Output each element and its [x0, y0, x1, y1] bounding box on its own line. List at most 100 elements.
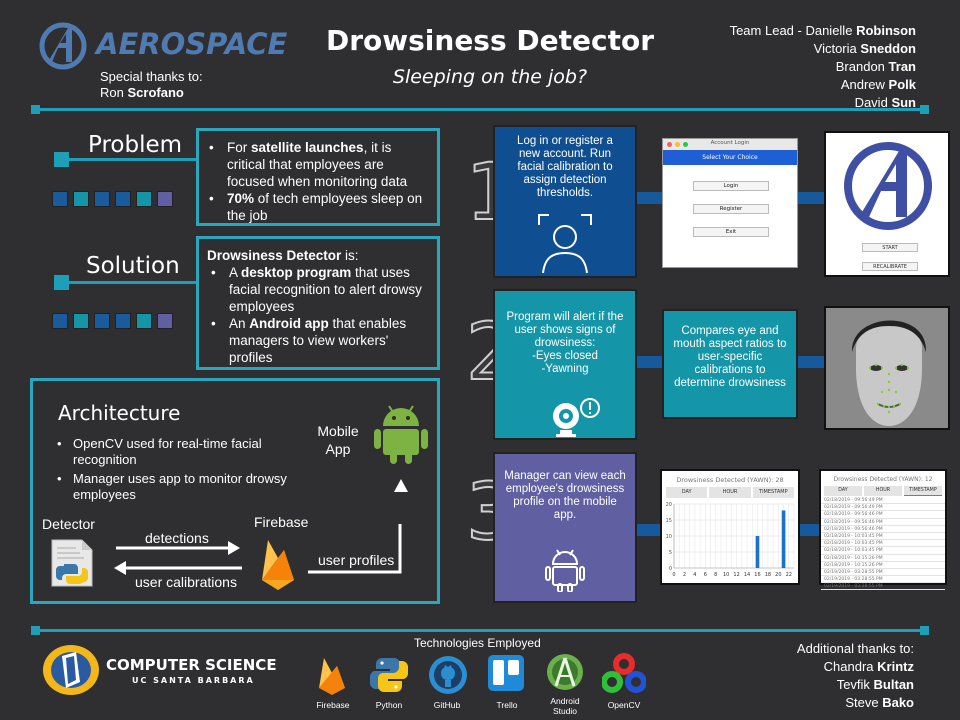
- x-tick-label: 2: [683, 572, 686, 578]
- step1-box: Log in or register a new account. Run fa…: [493, 125, 637, 278]
- user-calibrations-label: user calibrations: [135, 574, 237, 590]
- table-row: 02/18/2019 - 10:15:26 PM: [821, 562, 945, 569]
- team-member: Team Lead - Danielle Robinson: [729, 23, 916, 38]
- table-row: 02/18/2019 - 09:56:46 PM: [821, 526, 945, 533]
- exit-button[interactable]: Exit: [693, 227, 769, 237]
- tech-label-github: GitHub: [433, 700, 461, 710]
- solution-connector: [68, 281, 198, 284]
- tech-label-trello: Trello: [496, 700, 518, 710]
- architecture-bullet: OpenCV used for real-time facial recogni…: [55, 436, 305, 468]
- python-file-icon: [51, 539, 93, 587]
- step3-connector: [796, 524, 826, 536]
- cs-logo-icon: [43, 645, 99, 695]
- x-tick-label: 0: [672, 572, 675, 578]
- login-window: Account Login Select Your Choice Login R…: [662, 138, 798, 268]
- page-title: Drowsiness Detector: [325, 24, 655, 57]
- table-title: Drowsiness Detected (YAWN): 12: [833, 476, 933, 483]
- cs-subtitle: UC SANTA BARBARA: [132, 676, 255, 685]
- calibrate-window: START RECALIBRATE: [824, 131, 950, 277]
- tab-day[interactable]: DAY: [666, 487, 708, 498]
- additional-thanks-label: Additional thanks to:: [796, 641, 914, 656]
- y-tick-label: 15: [666, 518, 672, 524]
- architecture-heading: Architecture: [58, 401, 181, 425]
- team-list: Team Lead - Danielle Robinson Victoria S…: [730, 22, 916, 112]
- chart-tabs: DAY HOUR TIMESTAMP: [662, 487, 798, 498]
- firebase-icon: [262, 540, 294, 590]
- x-tick-label: 16: [754, 572, 760, 578]
- tab-hour[interactable]: HOUR: [864, 486, 902, 496]
- table-row: 02/18/2019 - 10:03:45 PM: [821, 540, 945, 548]
- bar: [755, 536, 760, 568]
- webcam-alert-icon: [553, 398, 600, 437]
- divider-end-square: [920, 105, 929, 114]
- x-tick-label: 20: [775, 572, 781, 578]
- tab-timestamp[interactable]: TIMESTAMP: [904, 486, 942, 496]
- register-button[interactable]: Register: [693, 204, 769, 214]
- minimize-icon[interactable]: [675, 142, 680, 147]
- step1-connector: [636, 192, 666, 204]
- solution-intro: Drowsiness Detector is:: [207, 248, 359, 263]
- timestamp-list: 02/18/2019 - 09:56:49 PM 02/18/2019 - 09:…: [821, 496, 945, 591]
- login-window-title: Account Login: [710, 140, 750, 146]
- problem-connector: [68, 158, 198, 161]
- github-icon: [429, 656, 467, 694]
- table-row: 02/19/2019 - 03:28:55 PM: [821, 569, 945, 577]
- step1-text: Log in or register a new account. Run fa…: [517, 135, 613, 199]
- problem-panel: For satellite launches, it is critical t…: [196, 128, 440, 226]
- python-icon: [370, 658, 408, 692]
- technologies-heading: Technologies Employed: [414, 636, 541, 650]
- tab-timestamp[interactable]: TIMESTAMP: [752, 487, 794, 498]
- thanks-name: Chandra Krintz: [823, 659, 914, 674]
- face-scan-icon: [538, 214, 592, 274]
- user-profiles-label: user profiles: [318, 552, 395, 568]
- x-tick-label: 10: [723, 572, 729, 578]
- tech-label-android-studio: Android Studio: [550, 696, 580, 716]
- tab-day[interactable]: DAY: [824, 486, 862, 496]
- firebase-icon: [319, 658, 345, 695]
- firebase-label: Firebase: [254, 514, 309, 530]
- x-tick-label: 8: [714, 572, 717, 578]
- detector-label: Detector: [42, 516, 95, 532]
- step2-text: Program will alert if the user shows sig…: [506, 311, 624, 375]
- step3-connector: [636, 524, 666, 536]
- x-tick-label: 6: [704, 572, 707, 578]
- start-button[interactable]: START: [862, 243, 918, 252]
- maximize-icon[interactable]: [683, 142, 688, 147]
- special-thanks-label: Special thanks to:: [100, 69, 203, 84]
- android-icon: [374, 405, 428, 464]
- table-row: 02/18/2019 - 10:15:26 PM: [821, 555, 945, 562]
- tech-label-python: Python: [375, 700, 403, 710]
- y-tick-label: 5: [669, 550, 672, 556]
- table-row: 02/18/2019 - 09:56:49 PM: [821, 497, 945, 505]
- ucsb-cs-logo: [40, 642, 102, 698]
- y-tick-label: 0: [669, 566, 672, 572]
- close-icon[interactable]: [667, 142, 672, 147]
- table-row: 02/19/2019 - 03:28:55 PM: [821, 576, 945, 584]
- solution-heading: Solution: [80, 253, 186, 279]
- step2-detail-box: Compares eye and mouth aspect ratios to …: [662, 309, 798, 419]
- aerospace-logo-icon: [844, 142, 932, 230]
- divider-end-square: [920, 626, 929, 635]
- architecture-bullet: Manager uses app to monitor drowsy emplo…: [55, 471, 305, 503]
- problem-heading: Problem: [82, 132, 189, 158]
- team-member: David Sun: [854, 95, 916, 110]
- team-member: Brandon Tran: [835, 59, 916, 74]
- special-thanks-name: Ron Scrofano: [100, 85, 184, 100]
- arrow-up-icon: [394, 479, 408, 492]
- architecture-arrows: [114, 524, 402, 575]
- drowsiness-table-screen: Drowsiness Detected (YAWN): 12 DAY HOUR …: [819, 469, 947, 591]
- table-tabs: DAY HOUR TIMESTAMP: [821, 486, 945, 496]
- solution-bullet: A desktop program that uses facial recog…: [207, 264, 427, 315]
- aerospace-a-icon: [39, 22, 87, 70]
- login-button[interactable]: Login: [693, 181, 769, 191]
- table-row: 02/19/2019 - 03:28:55 PM: [821, 583, 945, 591]
- solution-marker: [54, 275, 69, 290]
- solution-bullet: An Android app that enables managers to …: [207, 315, 427, 366]
- recalibrate-button[interactable]: RECALIBRATE: [862, 262, 918, 271]
- tab-hour[interactable]: HOUR: [709, 487, 751, 498]
- divider-end-square: [31, 626, 40, 635]
- step2-detail-text: Compares eye and mouth aspect ratios to …: [673, 325, 787, 389]
- page-subtitle: Sleeping on the job?: [392, 66, 588, 88]
- tech-label-firebase: Firebase: [316, 700, 350, 710]
